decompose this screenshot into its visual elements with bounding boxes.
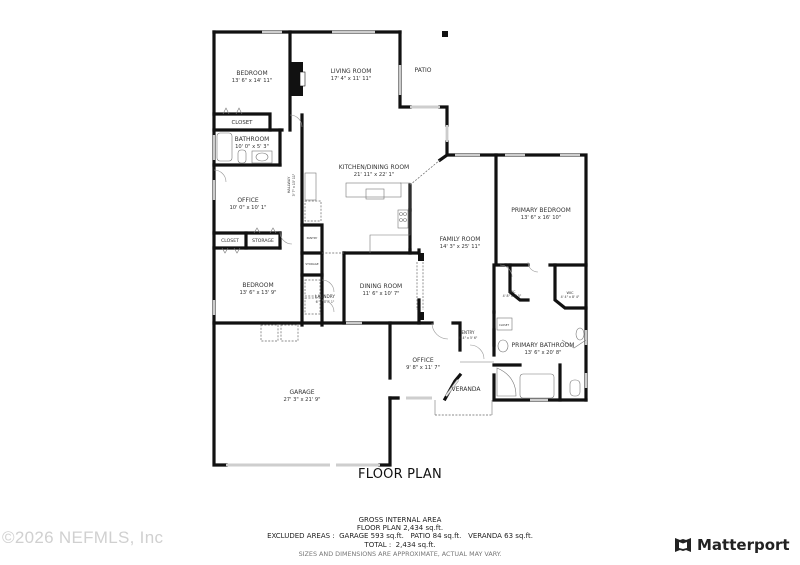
room-wic-2-name: WIC [566,291,574,295]
room-primary-bedroom-name: PRIMARY BEDROOM [511,207,571,214]
area-summary: GROSS INTERNAL AREA FLOOR PLAN 2,434 sq.… [0,516,800,558]
room-bathroom-name: BATHROOM [235,136,270,143]
room-hallway-name: HALLWAY [287,176,291,193]
room-family-room-dims: 14' 3" x 25' 11" [440,244,480,250]
room-closet-2-name: CLOSET [221,238,239,244]
room-dining-room-name: DINING ROOM [360,283,402,290]
room-office-1-dims: 10' 0" x 10' 1" [229,205,266,211]
room-storage-1-name: STORAGE [252,238,274,244]
room-wic-1-name: WIC [508,290,516,294]
room-office-1-name: OFFICE [237,197,259,204]
copyright-watermark: ©2026 NEFMLS, Inc [2,528,164,547]
room-closet-3-name: CLOSET [499,323,509,327]
room-bedroom-1-name: BEDROOM [236,70,267,77]
room-bedroom-1-dims: 13' 6" x 14' 11" [232,78,272,84]
matterport-logo-icon [675,538,691,552]
room-bedroom-2-dims: 13' 6" x 13' 9" [239,290,276,296]
room-office-2-dims: 9' 8" x 11' 7" [406,365,440,371]
room-dining-room-dims: 11' 6" x 10' 7" [362,291,399,297]
room-patio-name: PATIO [414,67,431,74]
summary-disclaimer: SIZES AND DIMENSIONS ARE APPROXIMATE, AC… [298,549,502,558]
room-office-2-name: OFFICE [412,357,434,364]
room-closet-1-name: CLOSET [232,120,254,126]
room-entry-dims: 6' 4" x 5' 6" [459,336,478,340]
summary-heading: GROSS INTERNAL AREA [358,516,442,524]
summary-excluded: EXCLUDED AREAS : GARAGE 593 sq.ft. PATIO… [267,532,533,541]
room-laundry-dims: 6' 1" x 7' 1" [316,300,335,304]
room-primary-bathroom-name: PRIMARY BATHROOM [512,342,575,349]
room-bathroom-dims: 10' 0" x 5' 3" [235,144,269,150]
matterport-brand: Matterport [674,536,790,554]
room-garage-name: GARAGE [289,389,314,396]
room-living-room-dims: 17' 4" x 11' 11" [331,76,371,82]
room-wic-1-dims: 4' 8" x 7' 5" [503,294,522,298]
room-pantry-name: PANTRY [307,236,318,240]
windows [212,30,588,467]
room-hallway-dims: 3' 7" x 15' 11" [292,173,296,196]
room-entry-name: ENTRY [462,330,475,335]
room-family-room-name: FAMILY ROOM [440,236,481,243]
summary-floor-plan: FLOOR PLAN 2,434 sq.ft. [356,524,444,533]
room-labels: BEDROOM 13' 6" x 14' 11" LIVING ROOM 17'… [221,67,580,403]
floor-plan-diagram: BEDROOM 13' 6" x 14' 11" LIVING ROOM 17'… [212,30,588,467]
room-veranda-name: VERANDA [451,386,481,393]
room-wic-2-dims: 4' 4" x 8' 4" [561,295,580,299]
room-laundry-name: LAUNDRY [315,294,335,299]
room-primary-bedroom-dims: 13' 6" x 16' 10" [521,215,561,221]
room-garage-dims: 27' 3" x 21' 9" [283,397,320,403]
floor-plan-title: FLOOR PLAN [358,467,442,482]
room-living-room-name: LIVING ROOM [331,68,372,75]
room-bedroom-2-name: BEDROOM [242,282,273,289]
brand-name: Matterport [697,536,790,554]
fixtures [213,107,587,416]
room-kitchen-dining-dims: 21' 11" x 22' 1" [354,172,394,178]
summary-total: TOTAL : 2,434 sq.ft. [364,540,436,549]
room-kitchen-dining-name: KITCHEN/DINING ROOM [339,164,410,171]
room-storage-2-name: STORAGE [305,262,319,266]
room-primary-bathroom-dims: 13' 6" x 20' 8" [524,350,561,356]
